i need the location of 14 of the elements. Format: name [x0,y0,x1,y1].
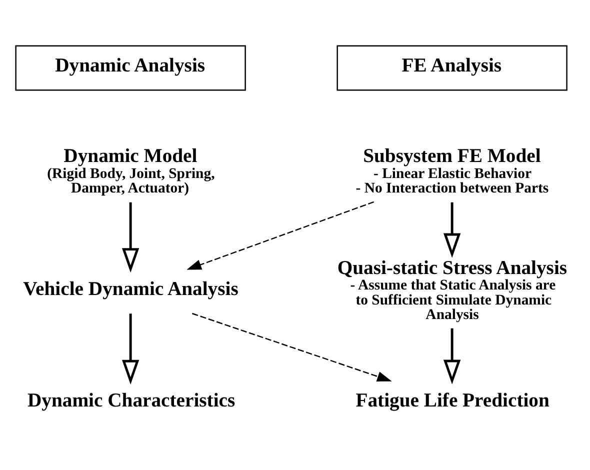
node-box: FE Analysis [336,44,568,90]
arrow [443,202,461,258]
node-text: Quasi-static Stress Analysis - Assume that Static Analysis are to Sufficient Simulate Dynamic Analysis [337,257,568,323]
node-text: Fatigue Life Prediction [356,390,550,411]
arrow [443,328,461,384]
arrow [122,313,140,384]
node-text: Dynamic Characteristics [27,390,236,411]
arrow [122,202,140,272]
arrow [186,200,374,270]
arrow [192,312,392,381]
node-text: Dynamic Model (Rigid Body, Joint, Spring, Damper, Actuator) [47,146,215,196]
node-text: Vehicle Dynamic Analysis [23,278,238,300]
node-text: Subsystem FE Model - Linear Elastic Behavior - No Interaction between Parts [356,146,549,196]
node-box: Dynamic Analysis [15,44,246,90]
